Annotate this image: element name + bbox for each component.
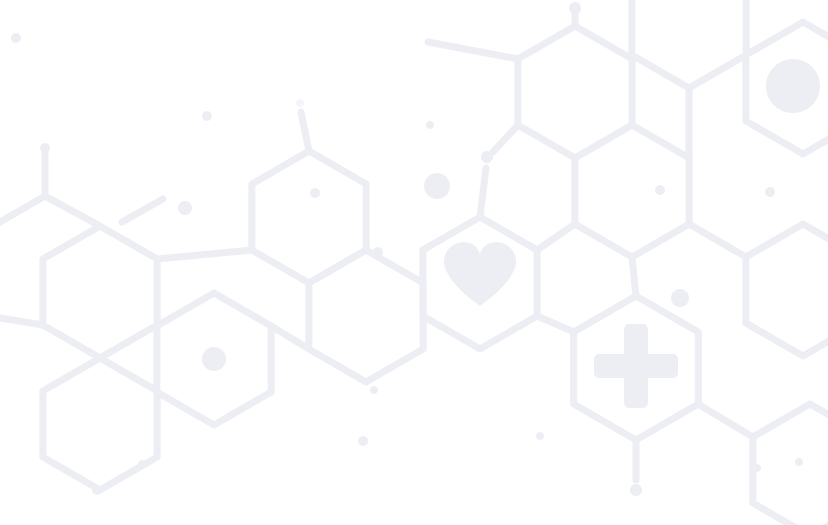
connector-line xyxy=(489,121,522,156)
heart-icon xyxy=(444,242,516,306)
hexagon-outline xyxy=(248,147,370,287)
hexagon-outline xyxy=(571,121,693,261)
connector-line xyxy=(118,195,167,226)
connector-line xyxy=(297,108,313,155)
cross-horizontal-bar xyxy=(594,354,678,378)
hexagon-outline xyxy=(742,220,828,360)
dot xyxy=(426,121,434,129)
connector-line xyxy=(153,246,256,263)
connector-line xyxy=(41,192,104,230)
dot xyxy=(92,485,102,495)
dot xyxy=(424,173,450,199)
dot xyxy=(358,436,368,446)
dot xyxy=(202,347,226,371)
dot xyxy=(11,33,21,43)
hexagon-outline xyxy=(39,222,161,362)
dot xyxy=(655,185,665,195)
dot xyxy=(178,201,192,215)
dot xyxy=(138,460,146,468)
dot xyxy=(310,188,320,198)
connector-line xyxy=(628,253,640,300)
dot xyxy=(536,432,544,440)
circle-icon xyxy=(766,59,820,113)
connector-line xyxy=(533,312,578,336)
hexagon-outline xyxy=(742,18,828,158)
dot xyxy=(370,386,378,394)
dot xyxy=(671,289,689,307)
dot xyxy=(481,151,493,163)
dot xyxy=(765,187,775,197)
dot xyxy=(40,143,50,153)
dot xyxy=(202,111,212,121)
connector-line xyxy=(0,314,47,329)
hexagon-outline xyxy=(628,0,750,92)
connector-line xyxy=(685,220,750,261)
medical-cross-icon xyxy=(594,324,678,408)
dot xyxy=(296,99,304,107)
hexagon-outline xyxy=(39,354,161,494)
connector-line xyxy=(424,38,522,63)
connector-line xyxy=(694,400,757,441)
dot xyxy=(753,464,761,472)
connector-line xyxy=(267,322,313,353)
dot xyxy=(630,484,642,496)
dot xyxy=(373,247,383,257)
hexagon-outline xyxy=(749,400,828,525)
dot xyxy=(569,2,581,14)
connector-line xyxy=(476,164,490,221)
connector-line xyxy=(0,192,49,226)
connector-line xyxy=(533,220,579,254)
dot xyxy=(795,458,803,466)
